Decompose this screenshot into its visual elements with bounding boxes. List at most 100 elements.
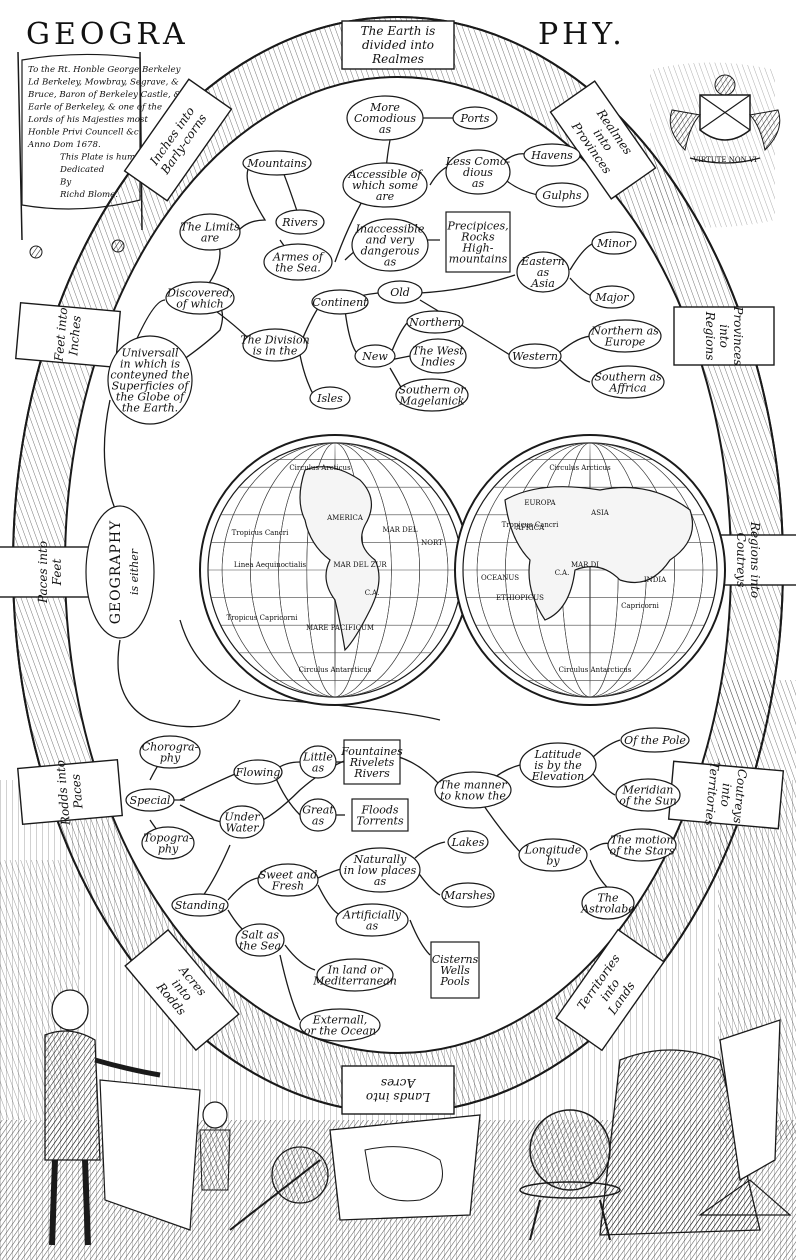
east-map-label: C.A. (555, 569, 570, 577)
border-label-text-line: Provinces (731, 305, 745, 365)
dedication-line: Anno Dom 1678. (27, 140, 101, 150)
dedication-line: Ld Berkeley, Mowbray, Segrave, & (27, 78, 179, 88)
node-under-water-line: Under (224, 811, 260, 824)
node-manner-line: to know the (440, 790, 506, 803)
node-great-as-line: Great (302, 804, 334, 817)
node-of-the-pole: Of the Pole (620, 727, 690, 753)
node-new-line: New (361, 350, 388, 363)
node-cisterns-line: Pools (439, 975, 470, 988)
node-sweet-fresh-line: Fresh (271, 880, 304, 893)
west-map-label: MAR DEL ZUR (333, 561, 387, 569)
node-division-line: The Division (240, 334, 309, 347)
dedication-line: Bruce, Baron of Berkeley Castle, & (27, 90, 181, 100)
node-mountains: Mountains (242, 150, 312, 176)
crest-motto: VIRTUTE NON VI (692, 156, 757, 164)
node-chorography-line: Chorogra- (142, 741, 199, 754)
node-northern-europe-line: Northern as (590, 325, 659, 338)
node-gulphs: Gulphs (535, 182, 589, 208)
border-label-text-line: Inches (66, 315, 84, 357)
node-more-commodious-line: More (369, 101, 400, 114)
node-mountains-line: Mountains (246, 157, 307, 170)
node-salt-sea-line: Salt as (241, 929, 279, 942)
node-precipices-line: Precipices, (446, 220, 508, 233)
node-floods-line: Floods (360, 804, 398, 817)
node-meridian-line: of the Sun (619, 795, 676, 808)
node-inaccessible-line: and very (366, 234, 415, 247)
coat-of-arms: VIRTUTE NON VI (650, 62, 781, 228)
node-inland-line: In land or (327, 964, 383, 977)
node-eastern-asia-line: as (537, 266, 550, 279)
node-standing-line: Standing (175, 899, 225, 912)
node-continent-line: Continent (312, 296, 368, 309)
west-linea-aequinoctialis: Linea Aequinoctialis (234, 561, 307, 569)
node-standing: Standing (171, 893, 229, 917)
node-west-indies-line: Indies (420, 356, 455, 369)
node-cisterns-line: Cisterns (432, 953, 479, 966)
node-artificially-line: Artificially (342, 909, 402, 922)
node-motion-stars-line: The motion (610, 834, 673, 847)
node-meridian-line: Meridian (622, 784, 674, 797)
west-map-label: C.A. (365, 589, 380, 597)
border-label-text-line: Coutreys (731, 768, 750, 824)
node-motion-stars-line: of the Stars (609, 845, 674, 858)
dedication-line: Dedicated (59, 165, 105, 175)
west-tropicus-capricorni: Tropicus Capricorni (226, 614, 298, 622)
node-flowing-line: Flowing (235, 766, 281, 779)
node-universall-line: Universall (121, 347, 179, 360)
node-western-line: Western (512, 350, 558, 363)
node-northern-line: Northern (408, 316, 461, 329)
node-ports-line: Ports (460, 112, 490, 125)
node-under-water-line: Water (225, 822, 259, 835)
node-precipices-line: mountains (449, 253, 508, 266)
east-map-label: ETHIOPICUS (496, 594, 544, 602)
node-isles-line: Isles (316, 392, 343, 405)
node-gulphs-line: Gulphs (542, 189, 582, 202)
node-discovered-line: of which (176, 298, 223, 311)
east-circulus-antarcticus: Circulus Antarcticus (559, 666, 632, 674)
node-cisterns-line: Wells (440, 964, 470, 977)
world-map-west-hemisphere: Circulus Arcticus Tropicus Cancri Linea … (199, 434, 471, 706)
node-precipices-line: Rocks (460, 231, 495, 244)
node-eastern-asia-line: Asia (530, 277, 555, 290)
node-minor-line: Minor (596, 237, 631, 250)
node-old: Old (377, 280, 423, 304)
border-label-text-line: into (717, 324, 731, 348)
node-longitude-line: Longitude (524, 844, 582, 857)
node-southern-magelanick-line: Magelanick (399, 395, 465, 408)
globe-stand-figure-right (519, 1019, 792, 1241)
node-less-commodious-line: Less Como- (445, 155, 511, 168)
node-floods-line: Torrents (356, 815, 404, 828)
node-naturally-line: Naturally (353, 853, 408, 866)
node-flowing: Flowing (233, 759, 283, 785)
node-salt-sea-line: the Sea (239, 940, 281, 953)
node-externall: Externall,or the Ocean (299, 1008, 381, 1042)
west-circulus-antarcticus: Circulus Antarcticus (299, 666, 372, 674)
node-astrolabe-line: The (598, 892, 619, 905)
node-marshes: Marshes (441, 882, 495, 908)
node-more-commodious-line: as (379, 123, 392, 136)
border-label-text-line: into (718, 783, 734, 808)
border-label-text-line: Rodds into (53, 760, 73, 827)
node-western: Western (508, 343, 562, 369)
node-southern-africa-line: Affrica (608, 382, 646, 395)
node-inaccessible-line: dangerous (361, 245, 420, 258)
west-tropicus-cancri: Tropicus Cancri (232, 529, 289, 537)
